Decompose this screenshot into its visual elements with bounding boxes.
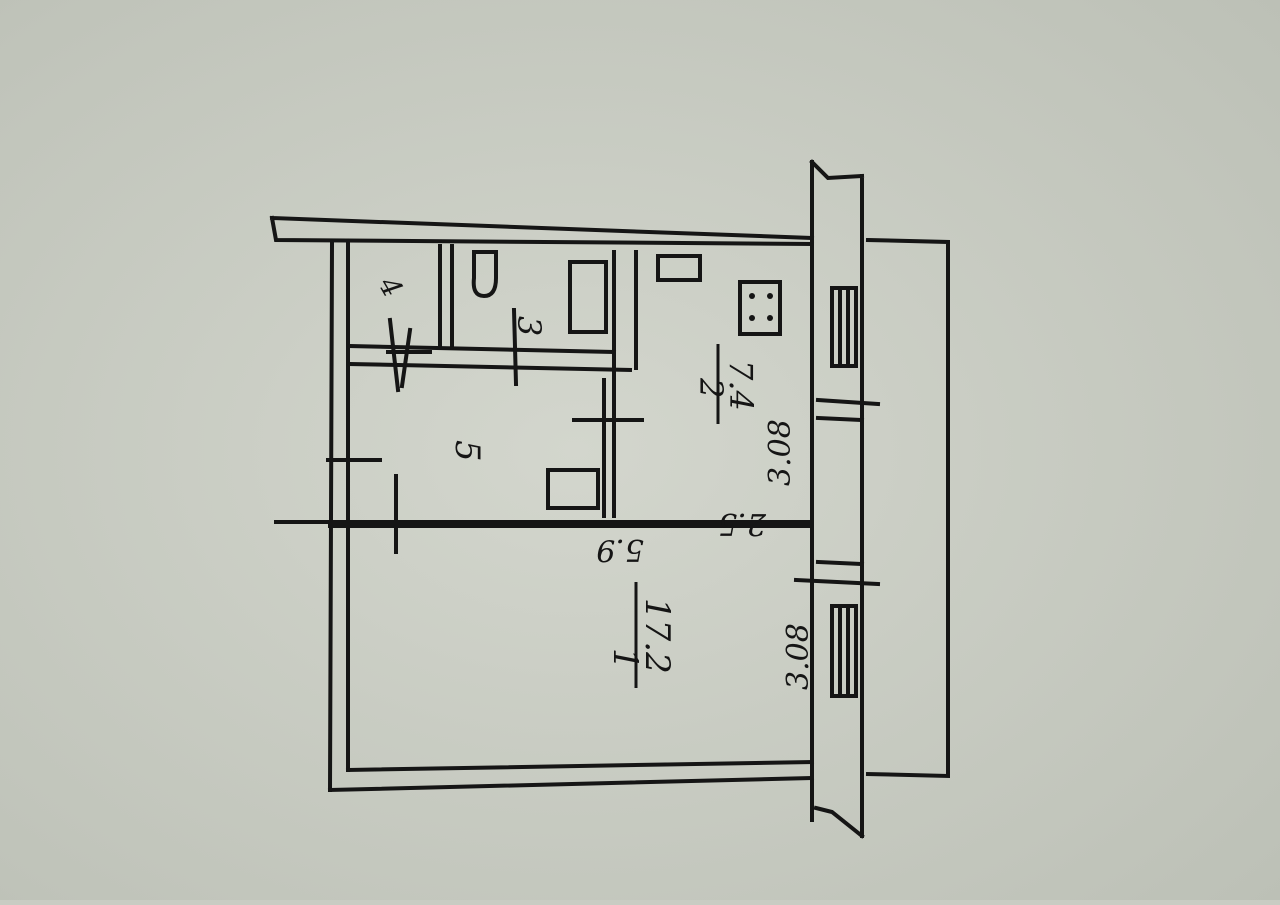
window-kitchen	[830, 286, 858, 368]
hall-door-mark	[572, 378, 644, 518]
room-2-area: 7.4	[722, 360, 760, 411]
wc-bath-wall	[438, 244, 454, 348]
room-3-number: 3	[510, 316, 548, 336]
balcony-door-lower	[793, 559, 881, 587]
dim-room-width: 5.9	[596, 532, 644, 567]
room-partition-wall	[274, 520, 814, 528]
top-slab	[269, 215, 815, 247]
room-5-number: 5	[447, 440, 487, 462]
left-wall	[327, 241, 350, 793]
room-1-number: 1	[605, 648, 645, 670]
balcony-outline	[865, 237, 950, 779]
dim-room-window-depth: 3.08	[781, 623, 816, 690]
right-wall-break	[813, 805, 865, 839]
dim-kitchen-depth: 3.08	[763, 419, 798, 486]
burner-3	[749, 315, 755, 321]
burner-2	[767, 293, 773, 299]
dim-kitchen-width: 2.5	[718, 506, 767, 541]
kitchen-left-wall	[612, 250, 638, 518]
bath-door-mark	[511, 307, 519, 387]
room-1-area: 17.2	[637, 598, 677, 674]
balcony-door-upper	[815, 397, 881, 423]
bottom-wall	[327, 759, 815, 793]
kitchen-stove	[738, 280, 782, 336]
burner-1	[749, 293, 755, 299]
toilet	[471, 250, 498, 299]
room-2-number: 2	[692, 377, 730, 398]
wc-door-mark	[386, 317, 432, 393]
entry-door-mark	[326, 458, 398, 554]
window-room	[830, 604, 858, 698]
kitchen-sink	[656, 254, 702, 282]
hall-cabinet	[546, 468, 600, 510]
right-exterior-wall	[809, 159, 865, 838]
burner-4	[767, 315, 773, 321]
bathtub	[568, 260, 608, 334]
